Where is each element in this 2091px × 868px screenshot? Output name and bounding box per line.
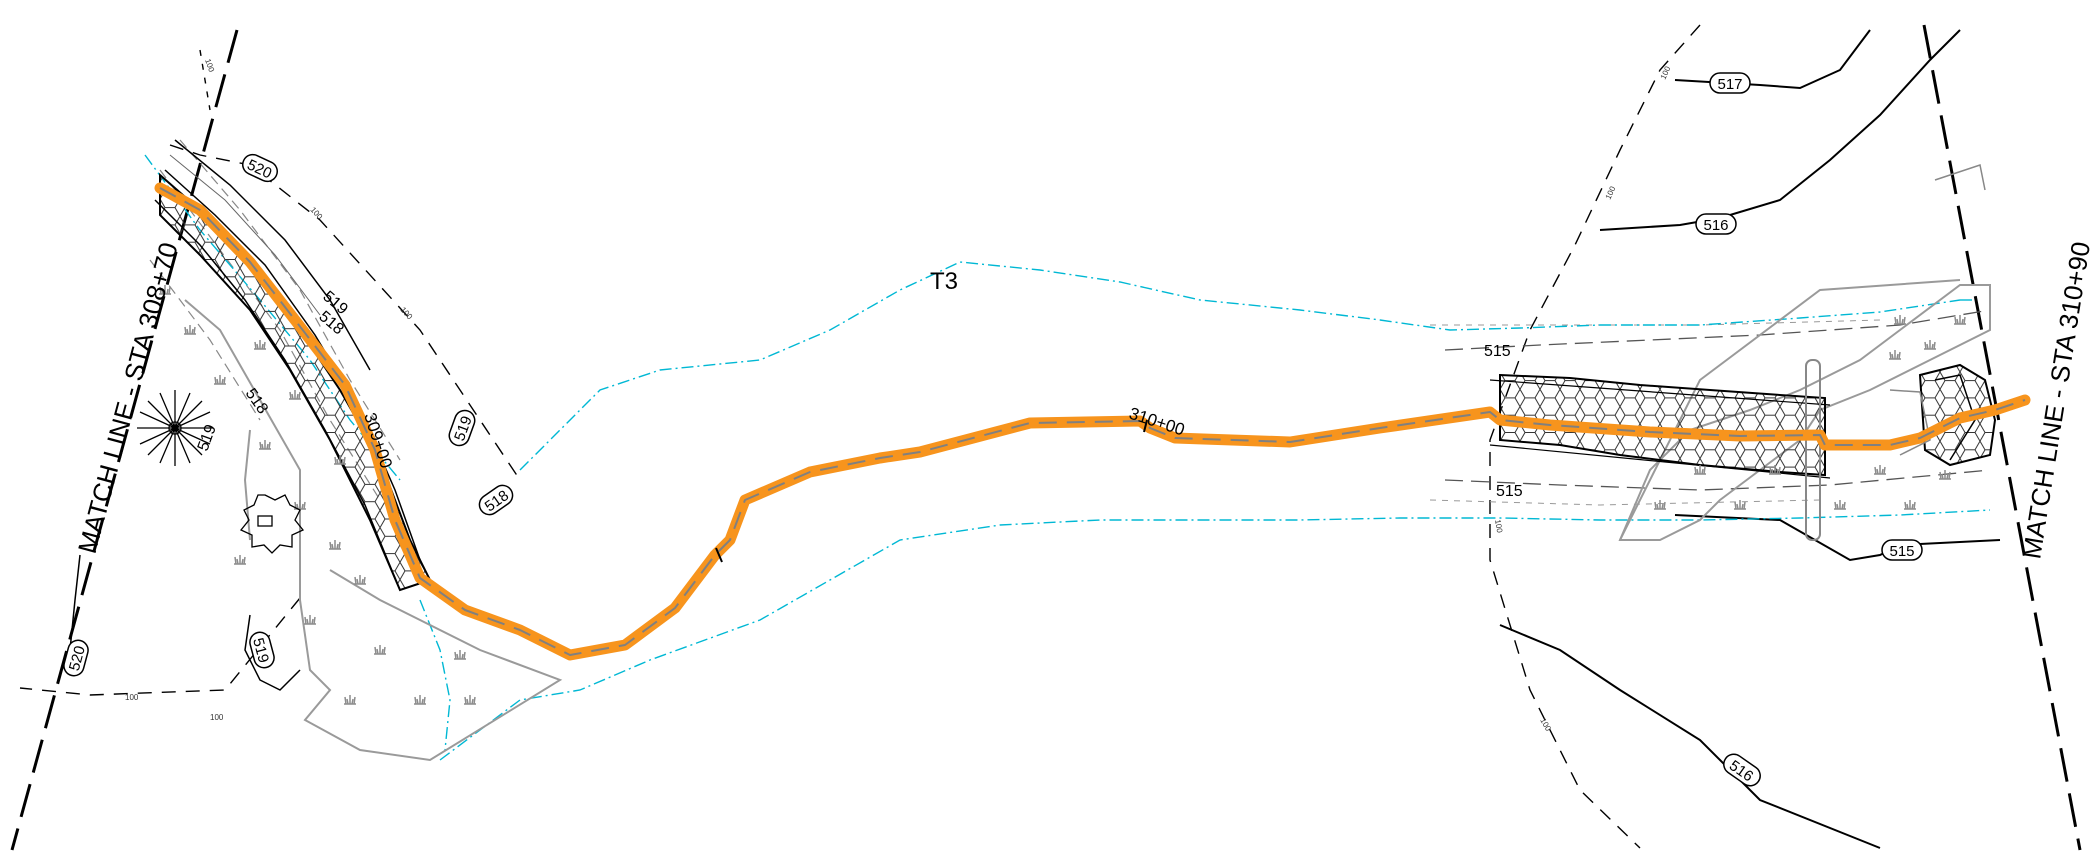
contour-bubble-520-bottom: 520 bbox=[63, 639, 89, 677]
boundary-tick-label: 100 bbox=[309, 205, 325, 221]
contour-bubble-518: 518 bbox=[478, 484, 514, 515]
boundary-tick-label: 100 bbox=[210, 713, 224, 722]
grass-tuft-icon bbox=[183, 324, 197, 335]
grass-tuft-icon bbox=[1873, 464, 1887, 475]
boundary-tick-labels: 100 100 100 100 100 100 100 100 100 bbox=[125, 58, 1673, 733]
svg-text:515: 515 bbox=[1889, 543, 1914, 560]
grass-tuft-icon bbox=[1893, 314, 1907, 325]
vegetation-symbols bbox=[158, 284, 1967, 705]
contour-bubble-517: 517 bbox=[1709, 72, 1751, 94]
svg-text:517: 517 bbox=[1717, 76, 1742, 93]
grass-tuft-icon bbox=[343, 694, 357, 705]
grass-tuft-icon bbox=[288, 389, 302, 400]
boundary-tick-label: 100 bbox=[399, 305, 415, 321]
grass-tuft-icon bbox=[1653, 499, 1667, 510]
contour-bubble-520-top: 520 bbox=[241, 153, 279, 182]
boundary-lines bbox=[19, 24, 1701, 849]
boundary-tick-label: 100 bbox=[125, 693, 139, 702]
match-line-label-left: MATCH LINE - STA 308+70 bbox=[72, 239, 184, 556]
contour-label-519-tree: 519 bbox=[195, 422, 220, 453]
north-tick-mark bbox=[1934, 164, 1986, 191]
grass-tuft-icon bbox=[353, 574, 367, 585]
svg-text:520: 520 bbox=[66, 644, 89, 673]
match-line-right bbox=[1922, 24, 2082, 851]
grass-tuft-icon bbox=[413, 694, 427, 705]
grass-tuft-icon bbox=[328, 539, 342, 550]
contour-label-515-upper: 515 bbox=[1484, 343, 1511, 360]
shrub-icon bbox=[239, 494, 305, 554]
svg-text:519: 519 bbox=[249, 636, 272, 665]
grass-tuft-icon bbox=[303, 614, 317, 625]
gabion-right bbox=[1489, 359, 1997, 541]
grass-tuft-icon bbox=[1833, 499, 1847, 510]
contour-label-515-lower: 515 bbox=[1496, 483, 1523, 500]
grass-tuft-icon bbox=[373, 644, 387, 655]
grass-tuft-icon bbox=[253, 339, 267, 350]
contour-bubble-515: 515 bbox=[1881, 539, 1923, 561]
contour-bubble-516-bottom: 516 bbox=[1723, 753, 1761, 787]
grass-tuft-icon bbox=[1903, 499, 1917, 510]
grass-tuft-icon bbox=[1953, 314, 1967, 325]
grass-tuft-icon bbox=[1938, 469, 1952, 480]
stream-alignment bbox=[154, 182, 2031, 661]
grass-tuft-icon bbox=[258, 439, 272, 450]
grass-tuft-icon bbox=[233, 554, 247, 565]
svg-text:516: 516 bbox=[1703, 217, 1728, 234]
boundary-tick-label: 100 bbox=[1659, 64, 1673, 80]
contour-bubble-519-bottom: 519 bbox=[249, 631, 275, 669]
grass-tuft-icon bbox=[213, 374, 227, 385]
boundary-tick-label: 100 bbox=[1493, 519, 1504, 534]
match-line-left bbox=[10, 29, 239, 851]
grass-tuft-icon bbox=[463, 694, 477, 705]
grass-tuft-icon bbox=[1888, 349, 1902, 360]
channel-label: T3 bbox=[930, 268, 958, 295]
tree-icon bbox=[137, 390, 213, 466]
contour-bubble-516: 516 bbox=[1695, 213, 1737, 235]
grass-tuft-icon bbox=[1923, 339, 1937, 350]
boundary-tick-label: 100 bbox=[203, 58, 216, 74]
grass-tuft-icon bbox=[453, 649, 467, 660]
boundary-tick-label: 100 bbox=[1604, 184, 1618, 200]
contour-bubble-519: 519 bbox=[448, 409, 476, 447]
